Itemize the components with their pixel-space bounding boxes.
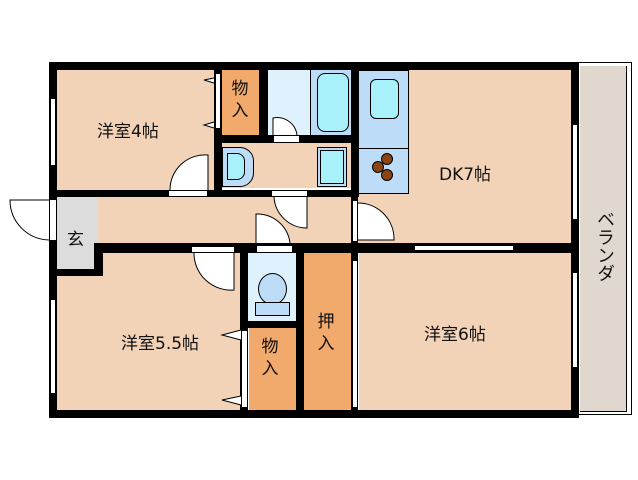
room-label-western-5-5: 洋室5.5帖 bbox=[121, 334, 200, 354]
burner-1 bbox=[381, 153, 393, 165]
toilet-tank bbox=[255, 302, 290, 316]
wall-room4-right bbox=[214, 62, 222, 197]
room-label-western-6: 洋室6帖 bbox=[424, 325, 486, 345]
wall-genkan-bottom bbox=[49, 269, 103, 276]
window-room5-left bbox=[50, 299, 56, 394]
wall-storage-right bbox=[259, 62, 268, 142]
oshiire bbox=[304, 253, 351, 410]
room-label-western-4: 洋室4帖 bbox=[97, 122, 159, 142]
room-label-dk: DK7帖 bbox=[439, 165, 492, 185]
wall-genkan-right bbox=[94, 243, 103, 276]
room-label-storage-bottom: 物入 bbox=[261, 337, 279, 379]
bathtub-icon bbox=[317, 73, 349, 132]
burner-2 bbox=[372, 161, 384, 173]
room-label-oshiire: 押入 bbox=[317, 312, 335, 354]
sliding-door-dk-room6 bbox=[414, 245, 514, 251]
door-room4[interactable] bbox=[168, 190, 208, 197]
wall-dk-left bbox=[351, 62, 359, 197]
sliding-door-oshiire-room6 bbox=[352, 260, 358, 408]
window-dk-right bbox=[572, 124, 578, 220]
door-hall-upper[interactable] bbox=[271, 190, 308, 197]
stove-divider bbox=[358, 148, 409, 149]
sliding-door-storage-bottom bbox=[241, 330, 248, 408]
veranda-label: ベランダ bbox=[592, 210, 615, 289]
door-entrance[interactable] bbox=[49, 199, 57, 241]
window-room4-left bbox=[50, 98, 56, 166]
burner-3 bbox=[381, 169, 393, 181]
storage-top bbox=[222, 70, 259, 135]
sliding-door-storage-top bbox=[215, 73, 221, 129]
room-label-genkan: 玄 bbox=[67, 230, 84, 250]
wall-hall-bottom bbox=[98, 243, 578, 253]
washing-machine-inner bbox=[320, 150, 344, 184]
stove-icon bbox=[372, 153, 402, 189]
door-washroom[interactable] bbox=[273, 135, 300, 143]
door-dk[interactable] bbox=[352, 200, 358, 242]
door-toilet[interactable] bbox=[256, 245, 293, 253]
toilet-icon bbox=[258, 273, 287, 305]
veranda bbox=[580, 66, 627, 412]
washbasin-inner bbox=[227, 153, 245, 180]
kitchen-sink-icon bbox=[370, 79, 399, 119]
outer-wall-bottom bbox=[49, 410, 579, 418]
outer-wall-top bbox=[49, 62, 579, 70]
storage-bottom bbox=[249, 328, 296, 410]
wall-toilet-bottom bbox=[240, 321, 304, 328]
western-room-6 bbox=[359, 253, 571, 410]
veranda-text: ベランダ bbox=[594, 210, 615, 282]
door-room5[interactable] bbox=[191, 246, 235, 253]
room-label-storage-top: 物入 bbox=[231, 79, 249, 121]
outer-wall-right bbox=[571, 62, 579, 418]
hallway bbox=[98, 197, 353, 243]
wall-oshiire-left bbox=[296, 243, 304, 418]
window-room6-right bbox=[572, 272, 578, 368]
